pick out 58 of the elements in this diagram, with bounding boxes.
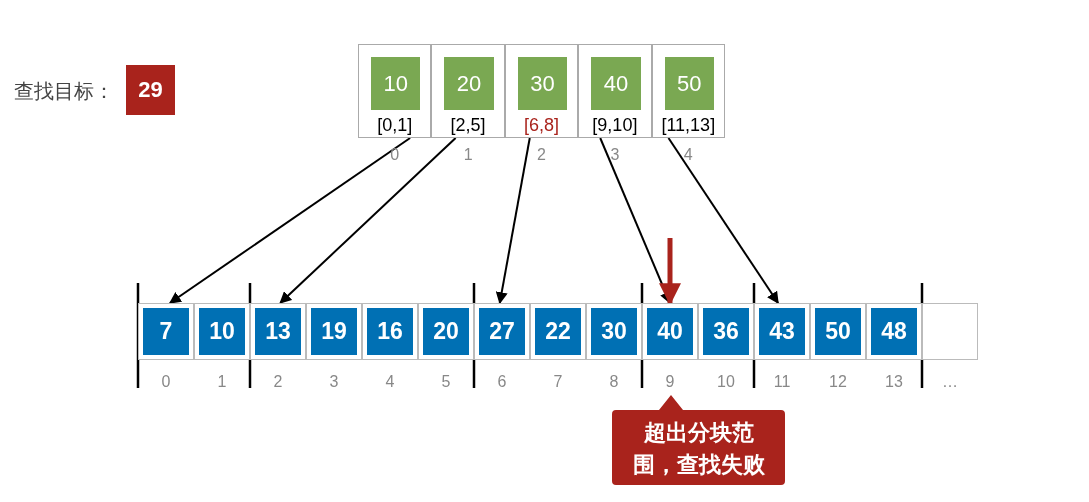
callout-text: 超出分块范围，查找失败 [631,419,766,479]
index-number: 9 [664,373,676,391]
index-number: 3 [609,146,621,164]
index-number: 4 [682,146,694,164]
index-number: 1 [216,373,228,391]
index-cell [504,44,579,138]
index-number: 4 [384,373,396,391]
range-text: [2,5] [449,115,487,136]
index-number: 3 [328,373,340,391]
index-number: 13 [884,373,904,391]
value-tile: 19 [311,308,357,355]
index-number: 0 [160,373,172,391]
index-number: 7 [552,373,564,391]
index-number: … [941,373,959,391]
index-number: 11 [772,373,792,391]
callout-bubble [612,395,785,485]
range-text: [9,10] [591,115,639,136]
index-number: 1 [462,146,474,164]
index-number: 5 [440,373,452,391]
index-cell [358,44,432,138]
arrow [495,137,531,305]
value-tile: 16 [367,308,413,355]
value-tile: 27 [479,308,525,355]
value-tile: 40 [647,308,693,355]
index-number: 6 [496,373,508,391]
key-tile: 10 [371,57,421,110]
range-text: [0,1] [376,115,414,136]
index-number: 2 [272,373,284,391]
value-tile: 20 [423,308,469,355]
arrow [279,137,457,304]
value-tile: 43 [759,308,805,355]
range-text: [6,8] [522,115,560,136]
value-tile: 13 [255,308,301,355]
index-number: 10 [716,373,736,391]
key-tile: 50 [664,57,714,110]
index-cell [431,44,505,138]
index-number: 2 [536,146,547,164]
key-tile: 20 [444,57,494,110]
value-tile: 7 [143,308,189,355]
index-number: 12 [828,373,848,391]
key-tile: 30 [517,57,568,110]
index-number: 8 [608,373,620,391]
value-tile: 36 [703,308,749,355]
value-tile: 50 [815,308,861,355]
arrow [168,137,412,304]
index-cell [578,44,652,138]
value-tile: 48 [871,308,917,355]
index-cell [651,44,725,138]
arrow [667,137,780,304]
target-value-box: 29 [126,65,175,115]
value-tile: 30 [591,308,637,355]
range-text: [11,13] [660,115,717,136]
value-tile: 22 [535,308,581,355]
empty-cell [922,303,978,360]
index-number: 0 [389,146,401,164]
target-label: 查找目标： [14,79,114,104]
key-tile: 40 [591,57,641,110]
value-tile: 10 [199,308,245,355]
